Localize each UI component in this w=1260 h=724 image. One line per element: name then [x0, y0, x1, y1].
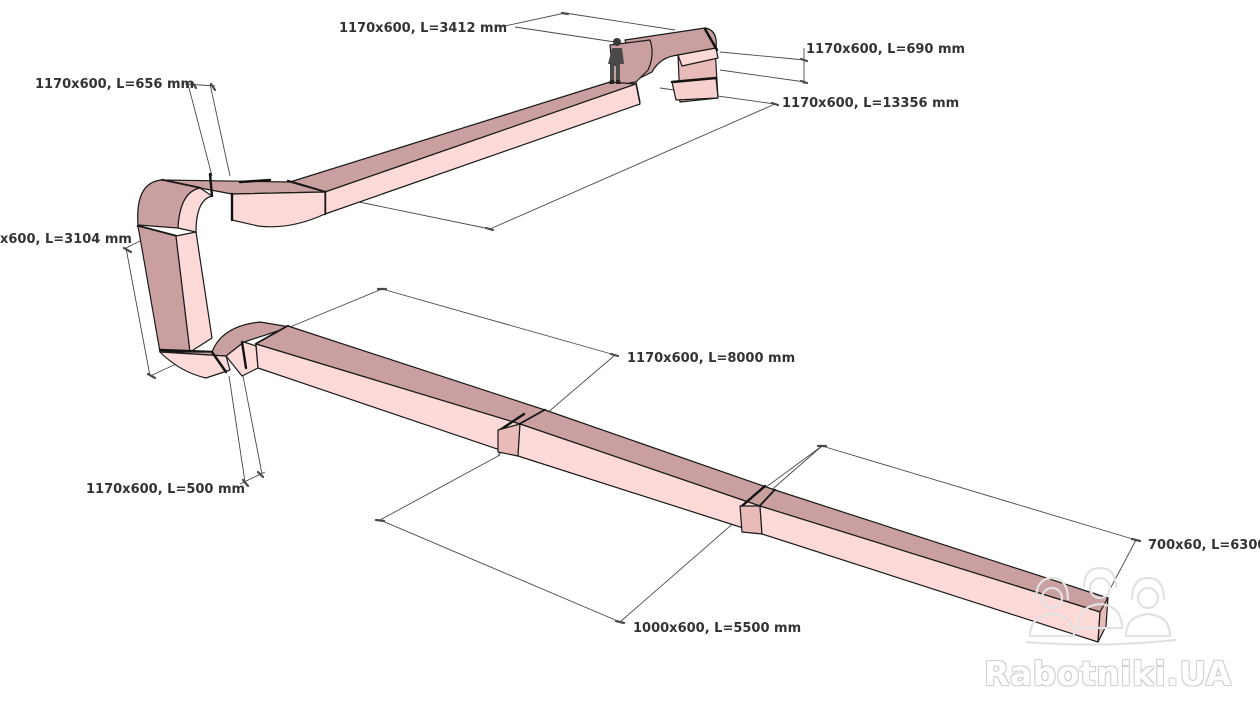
duct-left-bend-lower-side	[159, 351, 231, 379]
dimension-label-s7: 1170x600, L=500 mm	[86, 482, 246, 497]
duct-lower-c-side	[759, 505, 1101, 643]
duct-connector-ab	[497, 423, 521, 457]
dimension-label-s5: x600, L=3104 mm	[0, 232, 132, 247]
person-figure	[608, 38, 624, 84]
duct-upper-left-side	[231, 191, 326, 228]
duct-long-upper-side	[324, 83, 641, 215]
dimension-label-s1: 1170x600, L=3412 mm	[339, 21, 508, 36]
duct-left-bend-upper-side	[177, 187, 213, 233]
dimension-label-s4: 1170x600, L=656 mm	[35, 77, 195, 92]
watermark-text: Rabotniki.UA	[984, 654, 1232, 693]
dimension-label-s2: 1170x600, L=690 mm	[806, 42, 966, 57]
duct-connector-bc	[739, 505, 763, 535]
duct-long-upper-top	[289, 81, 637, 193]
dimension-label-s8: 1000x600, L=5500 mm	[633, 621, 802, 636]
dimension-label-s9: 700x60, L=6300	[1148, 538, 1260, 553]
duct-lower-c-end	[1097, 597, 1109, 643]
duct-lower-c-top	[759, 489, 1109, 613]
duct-run	[136, 27, 1109, 643]
dimension-label-s3: 1170x600, L=13356 mm	[782, 96, 960, 111]
duct-top-return-side	[677, 47, 719, 67]
watermark-logo	[1025, 566, 1177, 646]
duct-left-vertical-side	[175, 231, 213, 353]
dimension-label-s6: 1170x600, L=8000 mm	[627, 351, 796, 366]
duct-left-bend-lower-top	[159, 321, 291, 357]
